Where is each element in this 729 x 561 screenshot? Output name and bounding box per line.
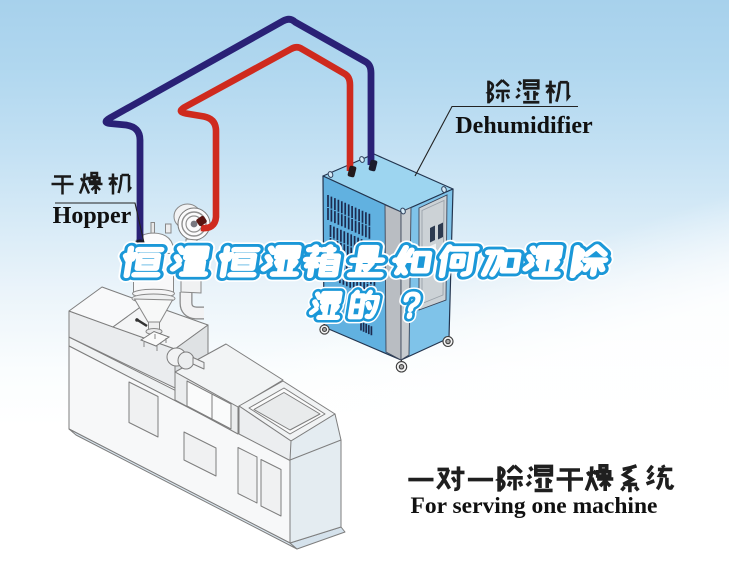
svg-text:For serving one machine: For serving one machine [411,493,658,519]
svg-text:Dehumidifier: Dehumidifier [455,113,593,139]
svg-text:Hopper: Hopper [53,203,132,229]
